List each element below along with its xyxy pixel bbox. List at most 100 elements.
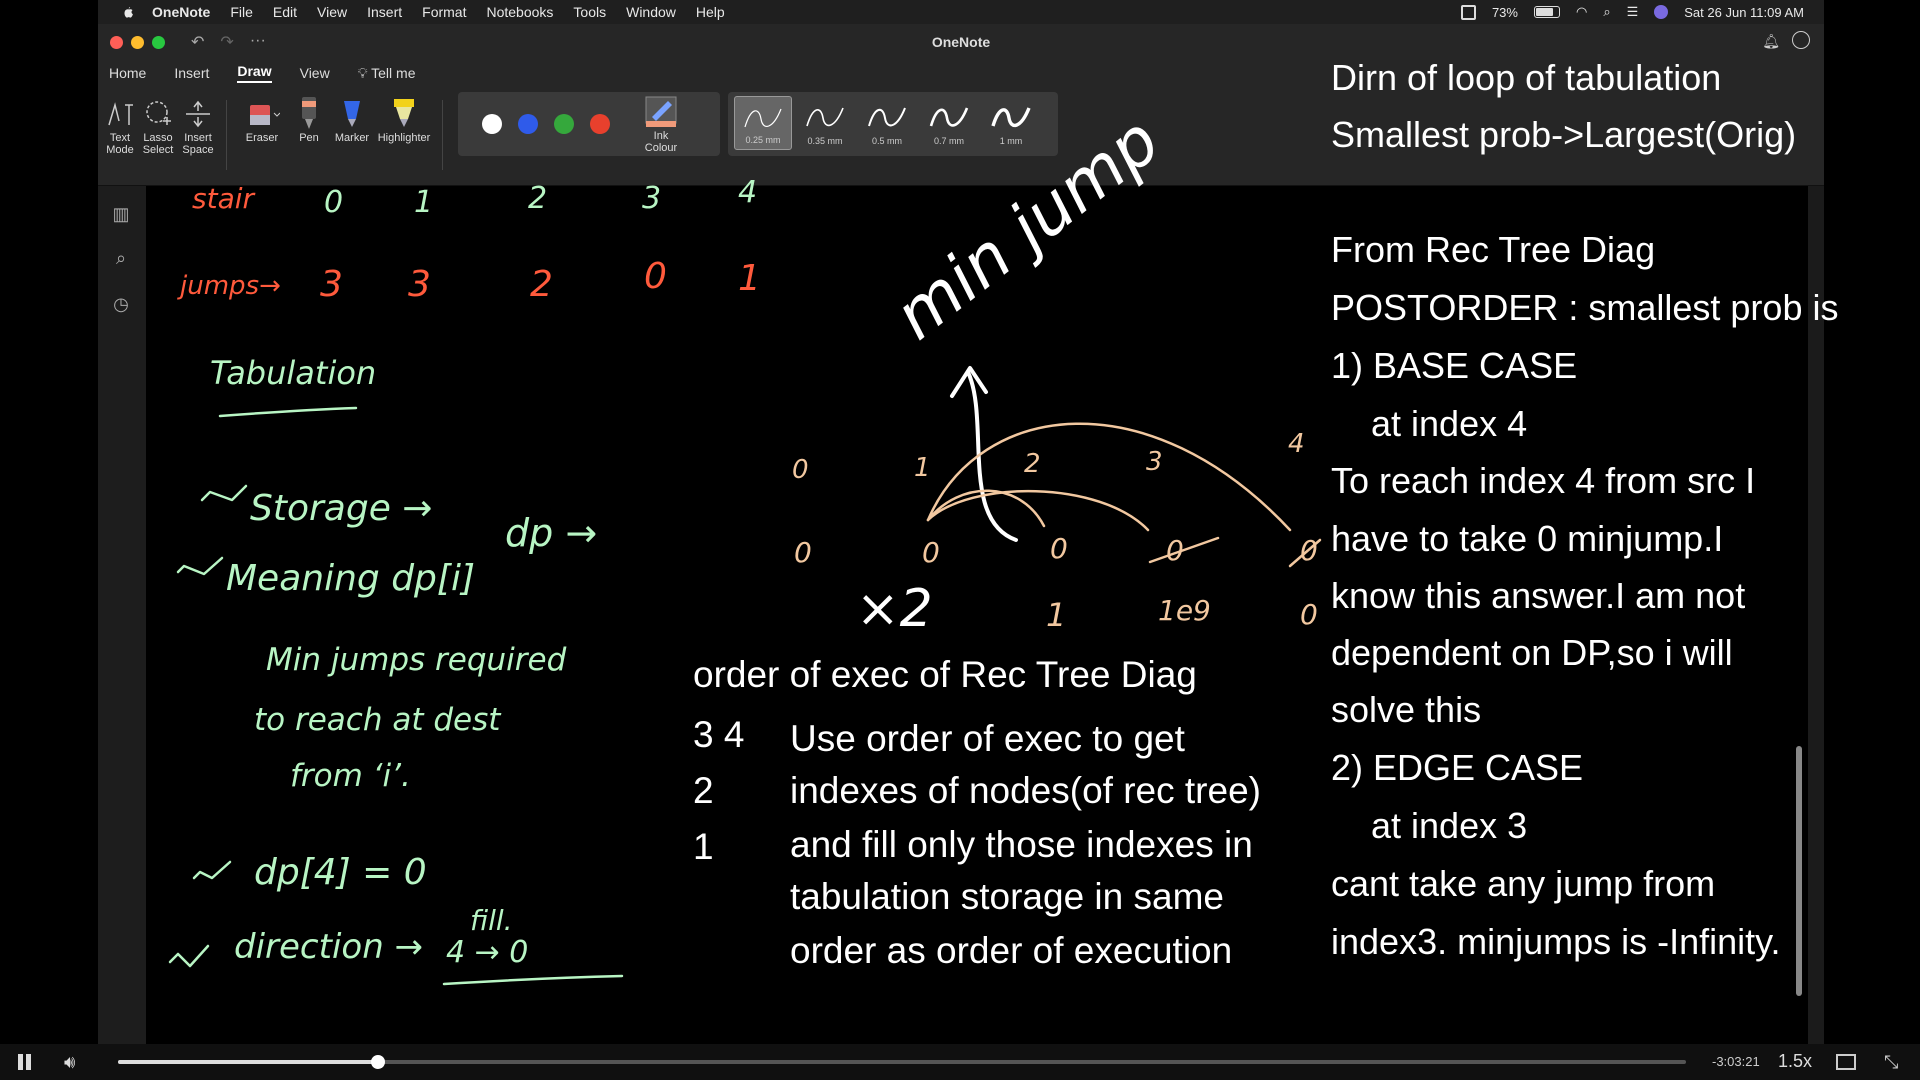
more-icon[interactable]: ··· bbox=[249, 32, 266, 49]
menu-window[interactable]: Window bbox=[626, 4, 676, 20]
menubar-clock[interactable]: Sat 26 Jun 11:09 AM bbox=[1684, 4, 1804, 20]
marker-icon bbox=[332, 96, 372, 132]
text-mode-icon bbox=[102, 96, 138, 132]
wifi-icon[interactable]: ◠ bbox=[1575, 4, 1588, 19]
pen-size-label: 0.5 mm bbox=[871, 136, 902, 146]
eraser-button[interactable]: Eraser bbox=[240, 96, 284, 144]
exit-fullscreen-icon[interactable]: ⤡ bbox=[1884, 1052, 1899, 1072]
exec-order-line-4: tabulation storage in same bbox=[790, 876, 1224, 917]
menu-view[interactable]: View bbox=[317, 4, 348, 20]
zoom-window-button[interactable] bbox=[152, 35, 165, 49]
video-progress-knob[interactable] bbox=[371, 1055, 386, 1069]
menu-notebooks[interactable]: Notebooks bbox=[486, 4, 554, 20]
bell-icon[interactable]: 🔔︎ bbox=[1762, 33, 1780, 49]
feedback-smile-icon[interactable] bbox=[1792, 31, 1810, 49]
lasso-icon bbox=[140, 96, 176, 132]
volume-icon[interactable]: 🔊︎ bbox=[64, 1052, 76, 1072]
playback-speed-button[interactable]: 1.5x bbox=[1778, 1051, 1813, 1071]
ink-colour-icon bbox=[636, 94, 686, 130]
lasso-select-button[interactable]: Lasso Select bbox=[140, 96, 176, 156]
jump-arc-long bbox=[926, 422, 1292, 532]
meaning-desc-line-2: to reach at dest bbox=[254, 702, 502, 738]
battery-percent: 73% bbox=[1491, 4, 1518, 20]
diagram-index-row: 0 1 2 3 4 bbox=[792, 429, 1305, 485]
ink-colour-label: Ink Colour bbox=[644, 130, 678, 154]
minimize-window-button[interactable] bbox=[131, 35, 144, 49]
tab-insert[interactable]: Insert bbox=[174, 65, 210, 81]
tab-view[interactable]: View bbox=[299, 65, 330, 81]
pen-size-0-25[interactable]: 0.25 mm bbox=[734, 96, 792, 150]
stair-1: 1 bbox=[414, 185, 433, 220]
insert-space-label: Insert Space bbox=[182, 132, 214, 156]
menu-onenote[interactable]: OneNote bbox=[152, 4, 211, 20]
jump-arc-short bbox=[926, 489, 1046, 528]
video-progress-bar[interactable] bbox=[118, 1055, 1686, 1069]
menu-file[interactable]: File bbox=[230, 4, 253, 20]
minjump-arrow-head bbox=[950, 366, 988, 398]
menu-edit[interactable]: Edit bbox=[272, 4, 298, 20]
pause-button[interactable] bbox=[16, 1054, 32, 1070]
menu-help[interactable]: Help bbox=[695, 4, 725, 20]
menu-format[interactable]: Format bbox=[422, 4, 467, 20]
tab-home[interactable]: Home bbox=[109, 65, 147, 81]
text-mode-button[interactable]: Text Mode bbox=[102, 96, 138, 156]
pen-size-0-7[interactable]: 0.7 mm bbox=[920, 96, 978, 150]
tab-draw[interactable]: Draw bbox=[237, 63, 272, 83]
text-mode-label: Text Mode bbox=[106, 132, 134, 156]
exec-order-line-3: and fill only those indexes in bbox=[790, 824, 1253, 865]
pen-button[interactable]: Pen bbox=[294, 96, 324, 144]
notes-status-icon[interactable] bbox=[1460, 4, 1476, 20]
insert-space-icon bbox=[178, 96, 218, 132]
check-mark bbox=[168, 944, 210, 968]
menu-insert[interactable]: Insert bbox=[367, 4, 403, 20]
fill-note: fill. bbox=[470, 904, 513, 937]
color-swatch-white[interactable] bbox=[482, 114, 502, 134]
color-swatch-red[interactable] bbox=[590, 114, 610, 134]
eraser-icon bbox=[240, 96, 284, 132]
insert-space-button[interactable]: Insert Space bbox=[178, 96, 218, 156]
siri-icon[interactable] bbox=[1654, 5, 1669, 19]
redo-icon[interactable]: ↷ bbox=[220, 34, 234, 51]
right-note-line-15: cant take any jump from bbox=[1331, 863, 1716, 904]
stair-0: 0 bbox=[324, 185, 343, 220]
search-icon[interactable]: ⌕ bbox=[115, 248, 127, 268]
ink-colour-button[interactable]: Ink Colour bbox=[636, 94, 686, 154]
pen-stroke-icon bbox=[806, 107, 844, 127]
exec-order-num-1: 3 4 bbox=[693, 714, 745, 755]
minjump-label: min jump bbox=[880, 102, 1173, 355]
check-mark bbox=[176, 556, 224, 576]
right-note-line-2: Smallest prob->Largest(Orig) bbox=[1331, 114, 1797, 155]
vertical-scrollbar[interactable] bbox=[1796, 746, 1802, 996]
draw-ribbon: Text Mode Lasso Select Insert Space Eras… bbox=[98, 86, 1824, 186]
close-window-button[interactable] bbox=[110, 35, 123, 49]
pen-size-0-5[interactable]: 0.5 mm bbox=[858, 96, 916, 150]
diagram-note-x2: ×2 bbox=[856, 579, 933, 639]
recent-icon[interactable]: ◷ bbox=[113, 294, 129, 314]
search-icon[interactable]: ⌕ bbox=[1603, 4, 1611, 19]
ribbon-divider bbox=[442, 100, 443, 170]
menu-bar: OneNote File Edit View Insert Format Not… bbox=[98, 0, 1824, 24]
control-center-icon[interactable]: ☰ bbox=[1626, 4, 1639, 19]
color-swatch-green[interactable] bbox=[554, 114, 574, 134]
lasso-select-label: Lasso Select bbox=[142, 132, 174, 156]
marker-button[interactable]: Marker bbox=[332, 96, 372, 144]
right-note-line-13: 2) EDGE CASE bbox=[1331, 747, 1584, 788]
notebooks-icon[interactable]: ▥ bbox=[112, 204, 130, 224]
picture-in-picture-icon[interactable] bbox=[1836, 1054, 1856, 1070]
jumps-2: 2 bbox=[530, 264, 553, 305]
color-swatch-blue[interactable] bbox=[518, 114, 538, 134]
menu-tools[interactable]: Tools bbox=[573, 4, 607, 20]
apple-icon[interactable] bbox=[118, 5, 138, 19]
undo-icon[interactable]: ↶ bbox=[191, 34, 205, 51]
pen-stroke-icon bbox=[991, 107, 1031, 128]
diagram-index-4: 4 bbox=[1288, 429, 1305, 459]
time-remaining: -3:03:21 bbox=[1712, 1054, 1760, 1069]
stair-label: stair bbox=[192, 182, 256, 215]
tell-me-search[interactable]: 💡︎ Tell me bbox=[357, 64, 416, 81]
pen-size-0-35[interactable]: 0.35 mm bbox=[796, 96, 854, 150]
pen-size-1[interactable]: 1 mm bbox=[982, 96, 1040, 150]
highlighter-button[interactable]: Highlighter bbox=[374, 96, 434, 144]
battery-icon[interactable] bbox=[1533, 6, 1560, 18]
note-canvas[interactable] bbox=[146, 186, 1808, 1044]
